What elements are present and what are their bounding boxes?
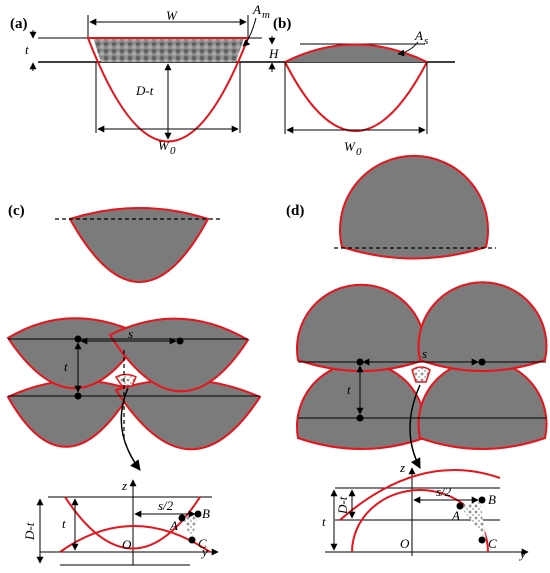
void-inset-c [182, 514, 198, 540]
h-label: H [268, 46, 279, 61]
profile-arc-d [351, 489, 489, 553]
bead-d-upper-left [296, 283, 426, 372]
center-dot-d1 [356, 358, 364, 366]
center-dot-c2 [176, 337, 184, 345]
void-region-c [114, 373, 137, 387]
am-sub: m [262, 9, 270, 21]
inset-d: s/2 z y O A B C t D-t [322, 460, 529, 561]
center-dot-c3 [74, 392, 82, 400]
o-label-d: O [400, 536, 410, 551]
panel-b-label: (b) [273, 16, 291, 32]
cap-outline [284, 43, 428, 63]
w0b-sub: 0 [356, 146, 362, 158]
panel-c: (c) s t [6, 203, 262, 566]
center-dot-c1 [74, 335, 82, 343]
void-region-d [411, 366, 431, 383]
as-sub: s [424, 35, 428, 47]
am-pointer [242, 17, 257, 47]
zoom-pointer-d [409, 384, 421, 469]
deposited-material [93, 38, 244, 62]
inset-c: s/2 z y O A B C t D-t [22, 478, 219, 566]
w0-label: W [158, 138, 170, 153]
bead-c-lower-left [6, 379, 134, 448]
t-label-c: t [64, 359, 68, 374]
z-label-d: z [399, 460, 405, 475]
s-label-d: s [422, 346, 427, 361]
as-pointer [397, 41, 419, 57]
s2-label-c: s/2 [158, 498, 174, 513]
o-label-c: O [122, 537, 132, 552]
w-label: W [166, 8, 178, 23]
am-label: A [252, 2, 261, 17]
w0b-label: W [344, 139, 356, 154]
dt-inset-label-c: D-t [22, 522, 37, 541]
center-dot-d2 [478, 358, 486, 366]
t-inset-label-d: t [322, 514, 326, 529]
dt-inset-label-d: D-t [335, 496, 350, 515]
panel-b: (b) A s H W 0 [262, 16, 455, 158]
single-bead-c [68, 207, 210, 283]
void-inset-d [460, 500, 486, 540]
panel-c-label: (c) [8, 203, 25, 219]
bead-d-upper-right [417, 281, 548, 372]
s-label-c: s [128, 326, 133, 341]
t-label-d: t [347, 382, 351, 397]
b-label-c: B [202, 506, 210, 521]
profile-lower-d [339, 469, 501, 521]
t-label: t [25, 42, 29, 57]
y-label-d: y [518, 546, 526, 561]
c-label-d: C [488, 536, 497, 551]
panel-a-label: (a) [10, 16, 28, 32]
point-b-d [478, 496, 486, 504]
w0-sub: 0 [170, 145, 176, 157]
dt-label: D-t [135, 83, 154, 98]
bead-d-lower-left [296, 361, 426, 450]
bead-d-lower-right [417, 359, 548, 450]
panel-d: (d) s t [286, 154, 548, 561]
a-label-c: A [169, 518, 178, 533]
y-label-c: y [200, 544, 208, 559]
point-b-c [194, 510, 202, 518]
a-label-d: A [451, 508, 460, 523]
b-label-d: B [488, 492, 496, 507]
point-a-c [178, 514, 186, 522]
c-label-c: C [198, 536, 207, 551]
panel-a: (a) W A m t D-t W 0 [10, 2, 270, 157]
zoom-pointer-c [120, 387, 141, 471]
panel-d-label: (d) [286, 203, 304, 219]
s2-label-d: s/2 [436, 484, 452, 499]
z-label-c: z [121, 478, 127, 493]
as-label: A [414, 28, 423, 43]
point-c-d [478, 536, 486, 544]
molten-pool-outline [86, 37, 250, 143]
bead-c-upper-right [108, 317, 250, 393]
center-dot-d3 [356, 414, 364, 422]
point-a-d [456, 502, 464, 510]
pool-outline-b [284, 61, 428, 132]
single-bead-d [339, 154, 489, 260]
point-c-c [188, 536, 196, 544]
t-inset-label-c: t [62, 516, 66, 531]
